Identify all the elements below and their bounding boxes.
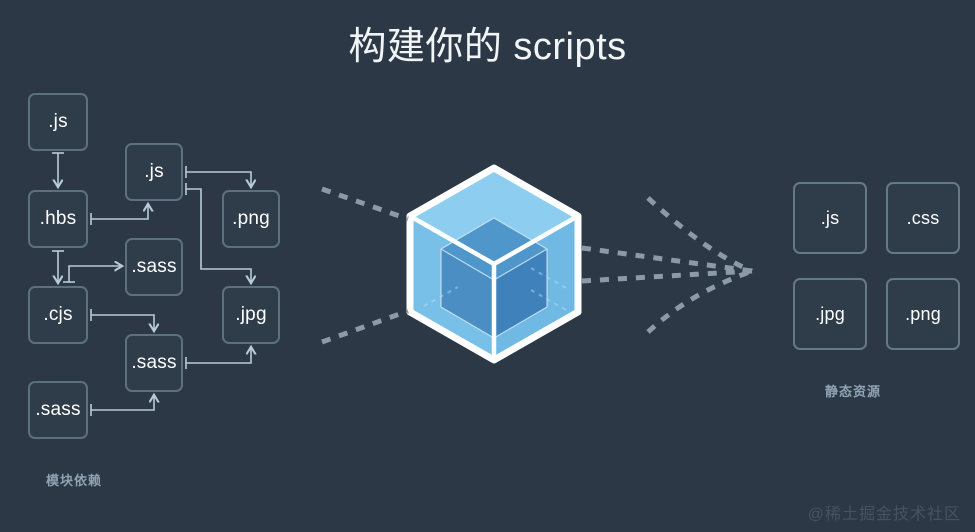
- file-label: .sass: [131, 352, 177, 373]
- module-node-jpg[interactable]: .jpg: [222, 286, 280, 344]
- file-label: .jpg: [235, 304, 267, 325]
- module-node-png[interactable]: .png: [222, 190, 280, 248]
- file-label: .cjs: [43, 304, 73, 325]
- file-label: .js: [144, 161, 164, 182]
- file-label: .jpg: [815, 303, 845, 324]
- dashed-arrow-out-lower-wing: [646, 268, 753, 334]
- file-label: .hbs: [39, 208, 77, 229]
- module-node-sass-mid1[interactable]: .sass: [125, 238, 183, 296]
- file-label: .sass: [131, 256, 177, 277]
- asset-node-out-jpg[interactable]: .jpg: [793, 278, 867, 350]
- asset-node-out-js[interactable]: .js: [793, 182, 867, 254]
- module-node-sass-left[interactable]: .sass: [28, 381, 88, 439]
- file-label: .css: [906, 207, 940, 228]
- module-node-sass-mid2[interactable]: .sass: [125, 334, 183, 392]
- watermark: @稀土掘金技术社区: [807, 506, 961, 523]
- asset-node-out-css[interactable]: .css: [886, 182, 960, 254]
- module-node-cjs[interactable]: .cjs: [28, 286, 88, 344]
- dashed-arrow-out-mid-upper: [581, 245, 753, 274]
- module-node-js-mid[interactable]: .js: [125, 143, 183, 201]
- file-label: .js: [820, 207, 840, 228]
- module-node-js-top[interactable]: .js: [28, 93, 88, 151]
- page-title: 构建你的 scripts: [348, 26, 627, 68]
- dashed-arrow-out-mid-lower: [581, 268, 753, 284]
- dashed-arrow-out-upper-wing: [646, 196, 753, 274]
- dashed-arrow-in-lower: [321, 308, 409, 345]
- right-section-caption: 静态资源: [825, 384, 882, 399]
- file-label: .png: [232, 208, 270, 229]
- file-label: .js: [48, 111, 68, 132]
- file-label: .png: [905, 303, 941, 324]
- asset-node-out-png[interactable]: .png: [886, 278, 960, 350]
- module-node-hbs[interactable]: .hbs: [28, 190, 88, 248]
- dashed-arrow-in-upper: [321, 186, 409, 222]
- left-section-caption: 模块依赖: [46, 473, 103, 488]
- file-label: .sass: [35, 399, 81, 420]
